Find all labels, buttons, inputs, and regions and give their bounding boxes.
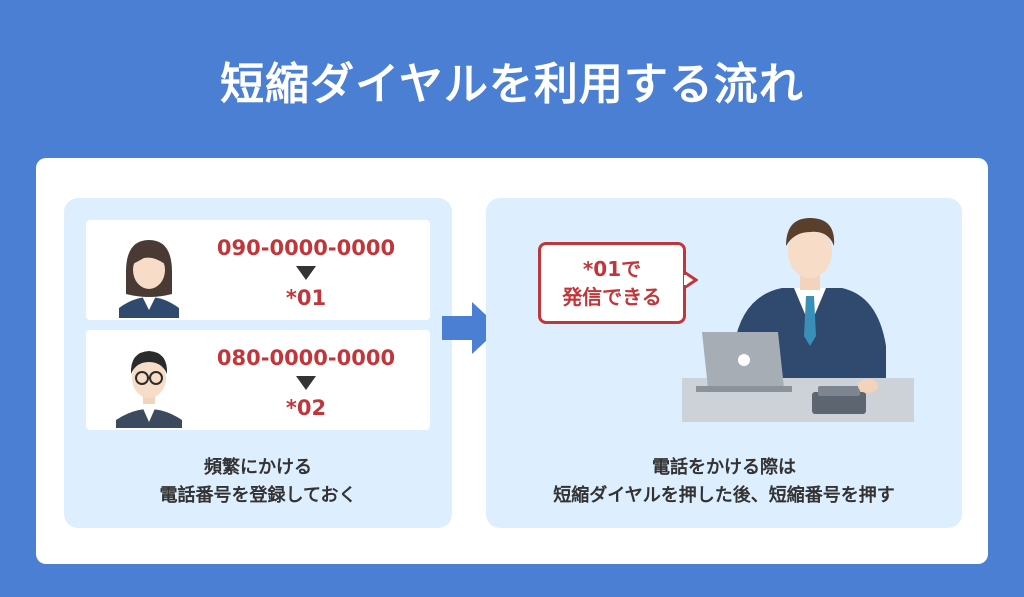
speed-dial-code: *02 — [285, 396, 327, 420]
speed-dial-entry: 080-0000-0000 *02 — [86, 330, 430, 430]
bubble-line: 発信できる — [562, 285, 662, 309]
bubble-tail-icon — [684, 270, 698, 290]
speed-dial-code: *01 — [285, 286, 327, 310]
speed-dial-entry: 090-0000-0000 *01 — [86, 220, 430, 320]
down-arrow-icon — [296, 266, 316, 280]
register-panel: 090-0000-0000 *01 080-0000-0000 *02 頻繁にか… — [64, 198, 452, 528]
down-arrow-icon — [296, 376, 316, 390]
phone-number: 080-0000-0000 — [216, 346, 396, 370]
right-arrow-icon — [442, 302, 500, 354]
bubble-line: *01で — [582, 257, 642, 281]
register-caption: 頻繁にかける 電話番号を登録しておく — [64, 454, 452, 510]
caption-line: 電話番号を登録しておく — [159, 485, 357, 506]
businessman-at-desk-icon — [682, 218, 914, 422]
speech-bubble: *01で 発信できる — [538, 242, 686, 324]
page-title: 短縮ダイヤルを利用する流れ — [220, 59, 804, 110]
phone-number: 090-0000-0000 — [216, 236, 396, 260]
man-glasses-avatar-icon — [116, 351, 182, 428]
dial-caption: 電話をかける際は 短縮ダイヤルを押した後、短縮番号を押す — [486, 454, 962, 510]
caption-line: 頻繁にかける — [204, 457, 312, 478]
dial-panel: *01で 発信できる — [486, 198, 962, 528]
woman-avatar-icon — [105, 229, 193, 318]
flow-card: 090-0000-0000 *01 080-0000-0000 *02 頻繁にか… — [36, 158, 988, 564]
caption-line: 電話をかける際は — [652, 457, 796, 478]
caption-line: 短縮ダイヤルを押した後、短縮番号を押す — [553, 485, 895, 506]
